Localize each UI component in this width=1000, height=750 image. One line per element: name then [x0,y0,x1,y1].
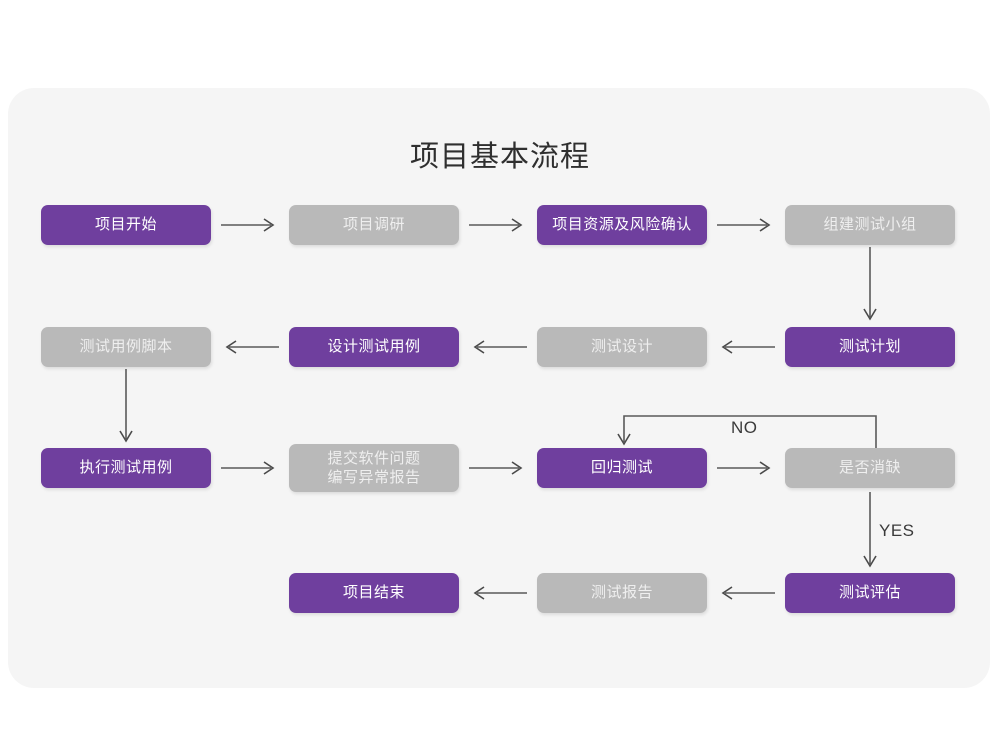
node-defect-resolved[interactable]: 是否消缺 [785,448,955,488]
node-execute-test-case[interactable]: 执行测试用例 [41,448,211,488]
arrow-n3-to-n4 [717,218,775,232]
node-project-end[interactable]: 项目结束 [289,573,459,613]
connector-label-no: NO [731,418,758,437]
node-project-research[interactable]: 项目调研 [289,205,459,245]
node-form-test-team[interactable]: 组建测试小组 [785,205,955,245]
node-test-case-script[interactable]: 测试用例脚本 [41,327,211,367]
arrow-n5-to-n9 [118,369,134,447]
arrow-n15-to-n14 [717,586,775,600]
node-resource-risk-confirm[interactable]: 项目资源及风险确认 [537,205,707,245]
node-project-start[interactable]: 项目开始 [41,205,211,245]
node-design-test-case[interactable]: 设计测试用例 [289,327,459,367]
arrow-n9-to-n10 [221,461,279,475]
arrow-no-loop-n12-to-n11 [616,412,882,448]
node-test-plan[interactable]: 测试计划 [785,327,955,367]
arrow-n4-to-n8 [862,247,878,325]
arrow-n2-to-n3 [469,218,527,232]
arrow-n11-to-n12 [717,461,775,475]
connector-label-yes: YES [879,521,915,540]
node-regression-test[interactable]: 回归测试 [537,448,707,488]
arrow-n1-to-n2 [221,218,279,232]
arrow-n6-to-n5 [221,340,279,354]
arrow-yes-n12-to-n15 [862,492,878,574]
page-title: 项目基本流程 [409,141,590,173]
node-test-evaluation[interactable]: 测试评估 [785,573,955,613]
arrow-n10-to-n11 [469,461,527,475]
node-test-report[interactable]: 测试报告 [537,573,707,613]
arrow-n8-to-n7 [717,340,775,354]
arrow-n14-to-n13 [469,586,527,600]
node-submit-issue-report[interactable]: 提交软件问题 编写异常报告 [289,444,459,492]
node-test-design[interactable]: 测试设计 [537,327,707,367]
arrow-n7-to-n6 [469,340,527,354]
